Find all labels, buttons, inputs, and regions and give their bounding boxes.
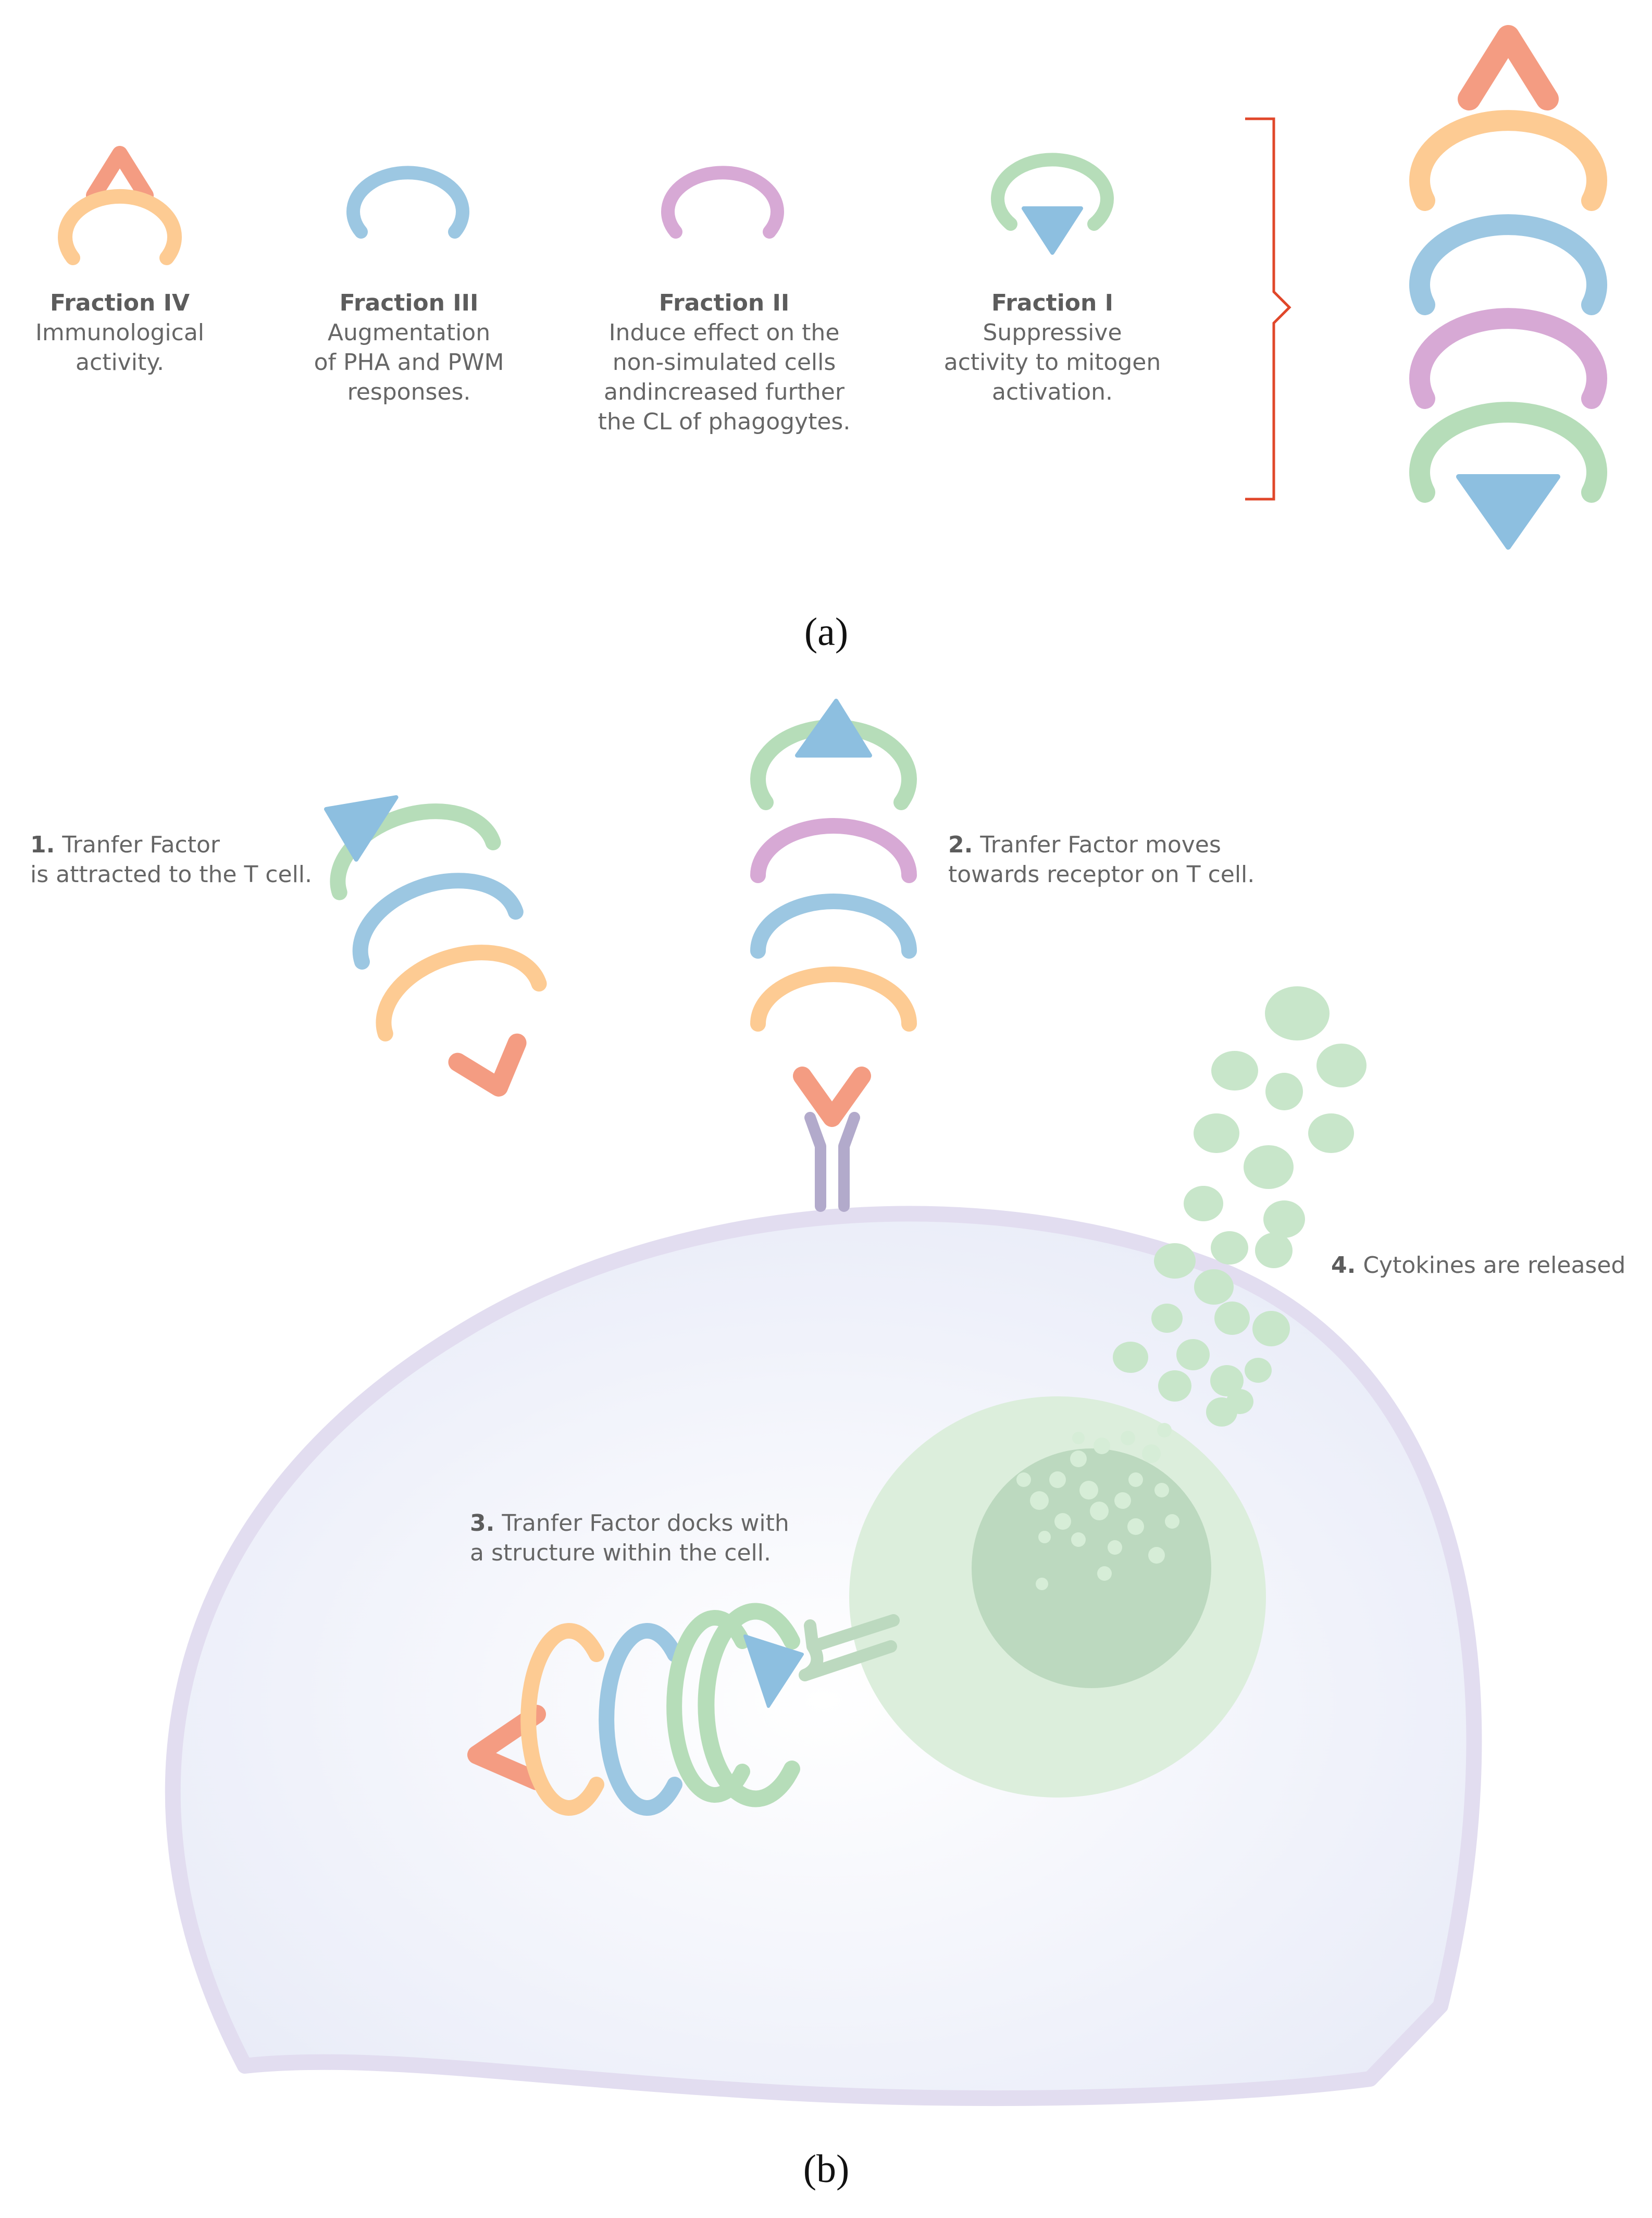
fraction-title: Fraction I — [991, 290, 1114, 316]
internal-receptor — [799, 1614, 900, 1681]
panel-b-label: (b) — [803, 2147, 850, 2191]
fraction-iii-icon — [346, 166, 469, 239]
step-text: Tranfer Factor moves towards receptor on… — [948, 832, 1255, 888]
vesicle — [1070, 1451, 1087, 1467]
step-number: 1. — [30, 832, 55, 858]
docked-transfer-factor — [467, 1603, 804, 1816]
vesicle — [1030, 1491, 1049, 1510]
step-text: Cytokines are released — [1356, 1252, 1626, 1279]
vesicle — [1097, 1566, 1112, 1581]
cytokine-bubble — [1214, 1302, 1250, 1335]
vesicle — [1148, 1547, 1165, 1564]
vesicle — [1036, 1578, 1048, 1590]
cytokine-bubble — [1265, 1073, 1303, 1110]
vesicle — [1016, 1472, 1031, 1487]
fraction-iv-label: Fraction IV Immunological activity. — [16, 288, 224, 377]
step-text: Tranfer Factor docks with a structure wi… — [470, 1510, 789, 1566]
cytokine-bubble — [1316, 1044, 1367, 1087]
cytokine-bubble — [1252, 1311, 1290, 1346]
cytokine-bubble — [1226, 1389, 1253, 1414]
vesicle — [1054, 1513, 1071, 1530]
fraction-description: Induce effect on the non-simulated cells… — [598, 319, 851, 435]
fraction-description: Immunological activity. — [35, 319, 205, 376]
fraction-i-label: Fraction I Suppressive activity to mitog… — [925, 288, 1180, 407]
cytokine-bubble — [1245, 1358, 1272, 1383]
vesicle — [1142, 1444, 1161, 1463]
fraction-iv-icon — [58, 146, 182, 265]
vesicle — [1038, 1531, 1051, 1543]
cytokine-bubble — [1211, 1051, 1258, 1091]
vesicle — [1114, 1492, 1131, 1509]
fraction-iii-label: Fraction III Augmentation of PHA and PWM… — [292, 288, 526, 407]
cytokine-bubble — [1151, 1304, 1183, 1333]
step-1-label: 1. Tranfer Factor is attracted to the T … — [30, 830, 343, 889]
vesicle — [1072, 1432, 1085, 1444]
fraction-description: Suppressive activity to mitogen activati… — [943, 319, 1161, 405]
cytokine-bubble — [1265, 986, 1330, 1040]
vesicle — [1079, 1481, 1098, 1500]
fraction-description: Augmentation of PHA and PWM responses. — [314, 319, 504, 405]
step-2-label: 2. Tranfer Factor moves towards receptor… — [948, 830, 1313, 889]
vesicles-in-nucleus — [1016, 1423, 1179, 1590]
step-number: 3. — [470, 1510, 495, 1537]
fraction-title: Fraction III — [339, 290, 479, 316]
cytokine-bubble — [1194, 1113, 1239, 1153]
cytokine-bubble — [1176, 1339, 1210, 1370]
fraction-title: Fraction II — [659, 290, 790, 316]
t-cell — [165, 1206, 1482, 2107]
fraction-title: Fraction IV — [49, 290, 190, 316]
cytokine-bubble — [1113, 1342, 1148, 1373]
cytokines — [1113, 986, 1367, 1427]
cytokine-bubble — [1263, 1200, 1305, 1238]
cytokine-bubble — [1194, 1269, 1234, 1305]
vesicle — [1154, 1483, 1169, 1497]
stacked-transfer-factor-icon — [1409, 25, 1607, 550]
cytokine-bubble — [1184, 1186, 1223, 1221]
step-number: 2. — [948, 832, 973, 858]
grouping-bracket — [1245, 117, 1291, 501]
cytokine-bubble — [1211, 1231, 1248, 1265]
cytokine-bubble — [1255, 1233, 1293, 1268]
nucleus — [849, 1396, 1266, 1798]
cytokine-bubble — [1308, 1113, 1354, 1153]
step-3-label: 3. Tranfer Factor docks with a structure… — [470, 1508, 835, 1568]
fraction-ii-icon — [661, 166, 784, 239]
panel-a-label: (a) — [804, 610, 849, 654]
vesicle — [1157, 1423, 1172, 1438]
step-4-label: 4. Cytokines are released — [1331, 1250, 1644, 1280]
vesicle — [1108, 1540, 1122, 1555]
cytokine-bubble — [1210, 1365, 1244, 1396]
fraction-i-icon — [991, 153, 1114, 255]
vesicle — [1090, 1502, 1109, 1520]
step-number: 4. — [1331, 1252, 1356, 1279]
vesicle — [1128, 1472, 1143, 1487]
approaching-transfer-factor — [750, 699, 917, 1127]
fraction-ii-label: Fraction II Induce effect on the non-sim… — [576, 288, 873, 437]
cytokine-bubble — [1244, 1145, 1294, 1189]
vesicle — [1071, 1532, 1086, 1547]
cytokine-bubble — [1158, 1370, 1191, 1402]
vesicle — [1121, 1431, 1135, 1445]
surface-receptor — [804, 1112, 860, 1212]
vesicle — [1165, 1514, 1179, 1529]
step-text: Tranfer Factor is attracted to the T cel… — [30, 832, 312, 888]
vesicle — [1049, 1471, 1066, 1488]
attracted-transfer-factor — [324, 795, 547, 1097]
vesicle — [1094, 1438, 1110, 1454]
vesicle — [1127, 1518, 1144, 1535]
cytokine-bubble — [1154, 1243, 1196, 1279]
